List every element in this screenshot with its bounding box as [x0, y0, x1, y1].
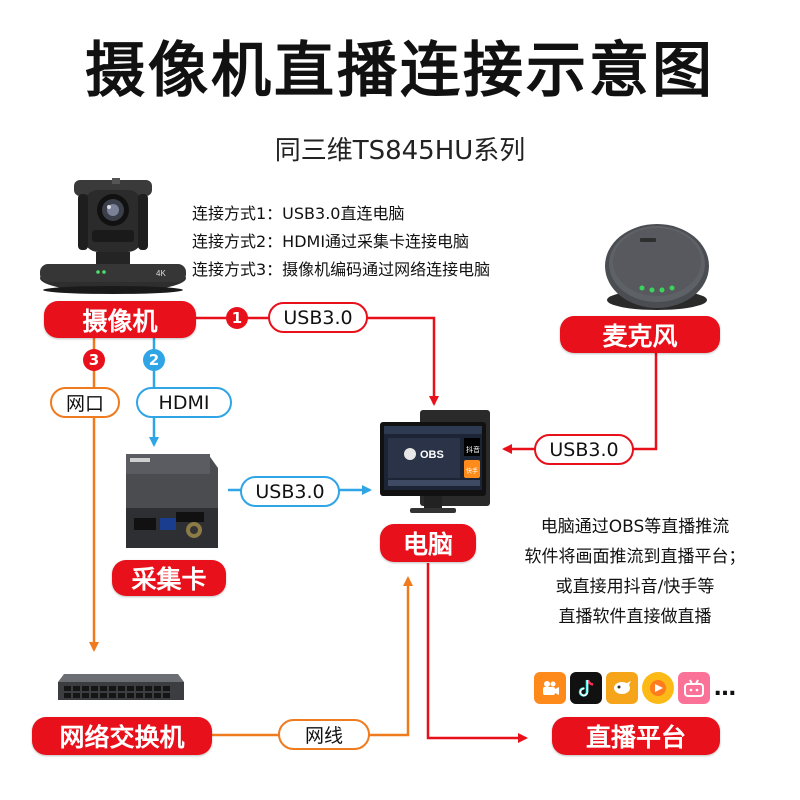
- speakerphone-image: [605, 224, 709, 310]
- note-line-3: 或直接用抖音/快手等: [555, 577, 715, 597]
- computer-image: OBS 抖音 快手: [380, 410, 490, 513]
- screen-obs-label: OBS: [420, 449, 444, 461]
- page-subtitle: 同三维TS845HU系列: [274, 136, 526, 166]
- line-pc-platform: [426, 563, 528, 743]
- link-cable: 网线: [278, 719, 370, 750]
- ptz-camera-image: 4K: [40, 178, 186, 294]
- node-network-switch: 网络交换机: [32, 717, 212, 755]
- link-usb-card: USB3.0: [240, 476, 340, 507]
- note-line-1: 电脑通过OBS等直播推流: [540, 517, 730, 537]
- badge-method-1: 1: [226, 307, 248, 329]
- note-line-4: 直播软件直接做直播: [558, 607, 712, 627]
- connection-methods: 连接方式1：USB3.0直连电脑 连接方式2：HDMI通过采集卡连接电脑 连接方…: [192, 200, 490, 284]
- streaming-note: 电脑通过OBS等直播推流 软件将画面推流到直播平台； 或直接用抖音/快手等 直播…: [500, 512, 770, 632]
- camera-4k-label: 4K: [156, 269, 166, 278]
- method-2: 连接方式2：HDMI通过采集卡连接电脑: [192, 232, 470, 251]
- screen-douyin-label: 抖音: [466, 445, 480, 454]
- node-microphone: 麦克风: [560, 316, 720, 353]
- link-usb-mic: USB3.0: [534, 434, 634, 465]
- link-hdmi: HDMI: [136, 387, 232, 418]
- platform-logos: …: [534, 672, 738, 704]
- node-camera: 摄像机: [44, 301, 196, 338]
- link-network-port: 网口: [50, 387, 120, 418]
- node-live-platform: 直播平台: [552, 717, 720, 755]
- kuaishou-logo-icon: [534, 672, 566, 704]
- bilibili-logo-icon: [678, 672, 710, 704]
- huya-logo-icon: [642, 672, 674, 704]
- note-line-2: 软件将画面推流到直播平台；: [524, 547, 746, 567]
- node-computer: 电脑: [380, 524, 476, 562]
- capture-card-image: [126, 454, 218, 548]
- method-1: 连接方式1：USB3.0直连电脑: [192, 204, 405, 223]
- page-title: 摄像机直播连接示意图: [85, 36, 715, 106]
- method-3: 连接方式3：摄像机编码通过网络连接电脑: [192, 260, 491, 279]
- line-cable: [212, 576, 413, 737]
- link-usb-camera: USB3.0: [268, 302, 368, 333]
- douyin-logo-icon: [570, 672, 602, 704]
- node-capture-card: 采集卡: [112, 560, 226, 596]
- badge-method-2: 2: [143, 349, 165, 371]
- screen-kuaishou-label: 快手: [466, 467, 478, 475]
- badge-method-3: 3: [83, 349, 105, 371]
- douyu-logo-icon: [606, 672, 638, 704]
- more-platforms-indicator: …: [714, 675, 738, 701]
- network-switch-image: [58, 674, 184, 700]
